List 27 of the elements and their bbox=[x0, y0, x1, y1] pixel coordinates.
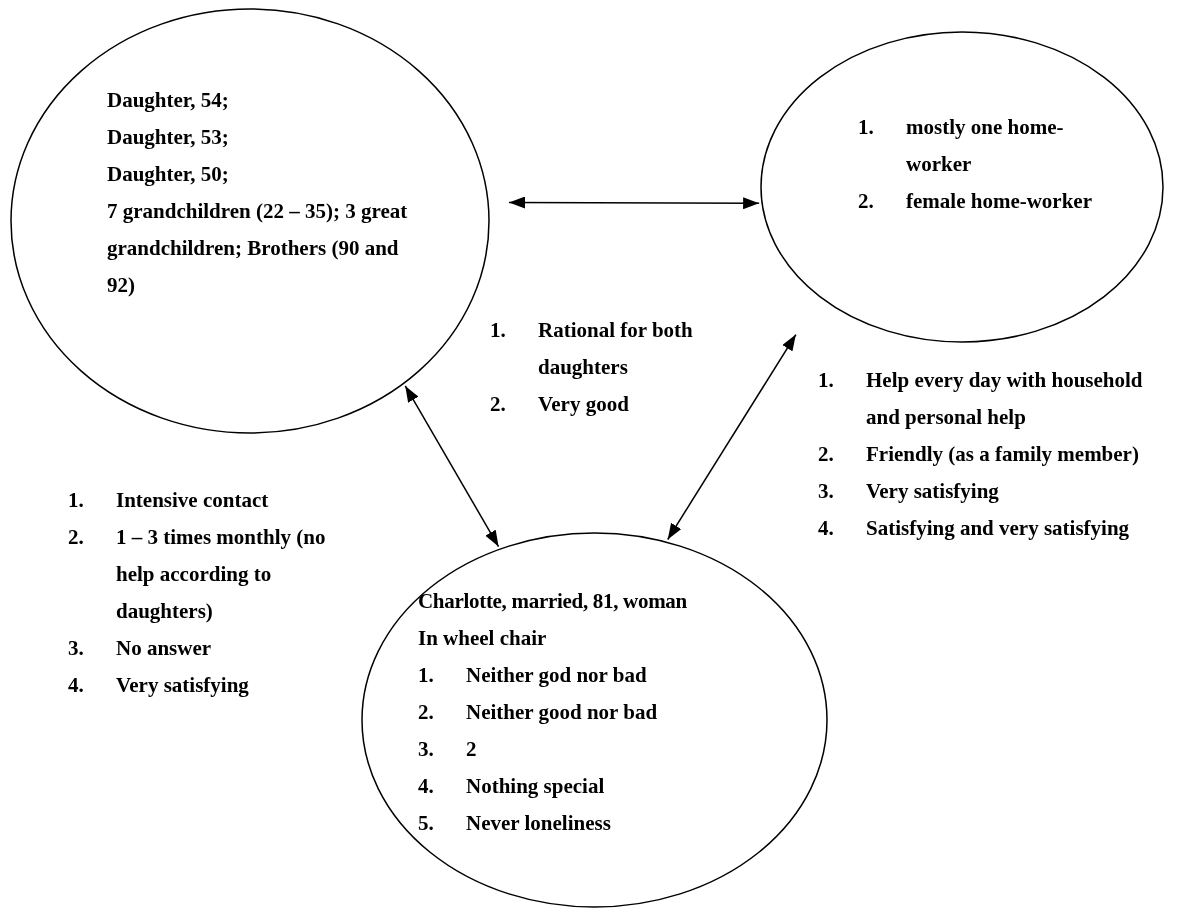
ellipse-node bbox=[760, 31, 1164, 343]
double-arrow bbox=[666, 333, 797, 541]
numbered-item: 1. Neither god nor bad bbox=[418, 662, 648, 689]
numbered-item: 1. Rational for both daughters bbox=[490, 317, 694, 381]
ellipse-node bbox=[10, 8, 490, 434]
double-arrow bbox=[404, 385, 500, 548]
numbered-item: 3. 2 bbox=[418, 736, 478, 763]
node-text: Daughter, 54; bbox=[107, 87, 230, 114]
node-text: Daughter, 50; bbox=[107, 161, 230, 188]
numbered-item: 2. Friendly (as a family member) bbox=[818, 441, 1140, 468]
numbered-item: 4. Nothing special bbox=[418, 773, 606, 800]
numbered-item: 4. Satisfying and very satisfying bbox=[818, 515, 1131, 542]
heading-text: Charlotte, married, 81, woman bbox=[418, 588, 688, 615]
node-text: In wheel chair bbox=[418, 625, 548, 652]
numbered-item: 1. Intensive contact bbox=[68, 487, 270, 514]
node-text: 7 grandchildren (22 – 35); 3 great grandchildren; Brothers (90 and 92) bbox=[107, 198, 409, 299]
numbered-item: 3. No answer bbox=[68, 635, 213, 662]
numbered-item: 5. Never loneliness bbox=[418, 810, 612, 837]
numbered-item: 2. Neither good nor bad bbox=[418, 699, 659, 726]
numbered-item: 2. female home-worker bbox=[858, 188, 1093, 215]
numbered-item: 3. Very satisfying bbox=[818, 478, 1000, 505]
numbered-item: 2. Very good bbox=[490, 391, 630, 418]
node-text: Daughter, 53; bbox=[107, 124, 230, 151]
numbered-item: 4. Very satisfying bbox=[68, 672, 250, 699]
double-arrow bbox=[508, 196, 760, 210]
numbered-item: 2. 1 – 3 times monthly (no help according to daughters) bbox=[68, 524, 327, 625]
numbered-item: 1. Help every day with household and personal help bbox=[818, 367, 1144, 431]
